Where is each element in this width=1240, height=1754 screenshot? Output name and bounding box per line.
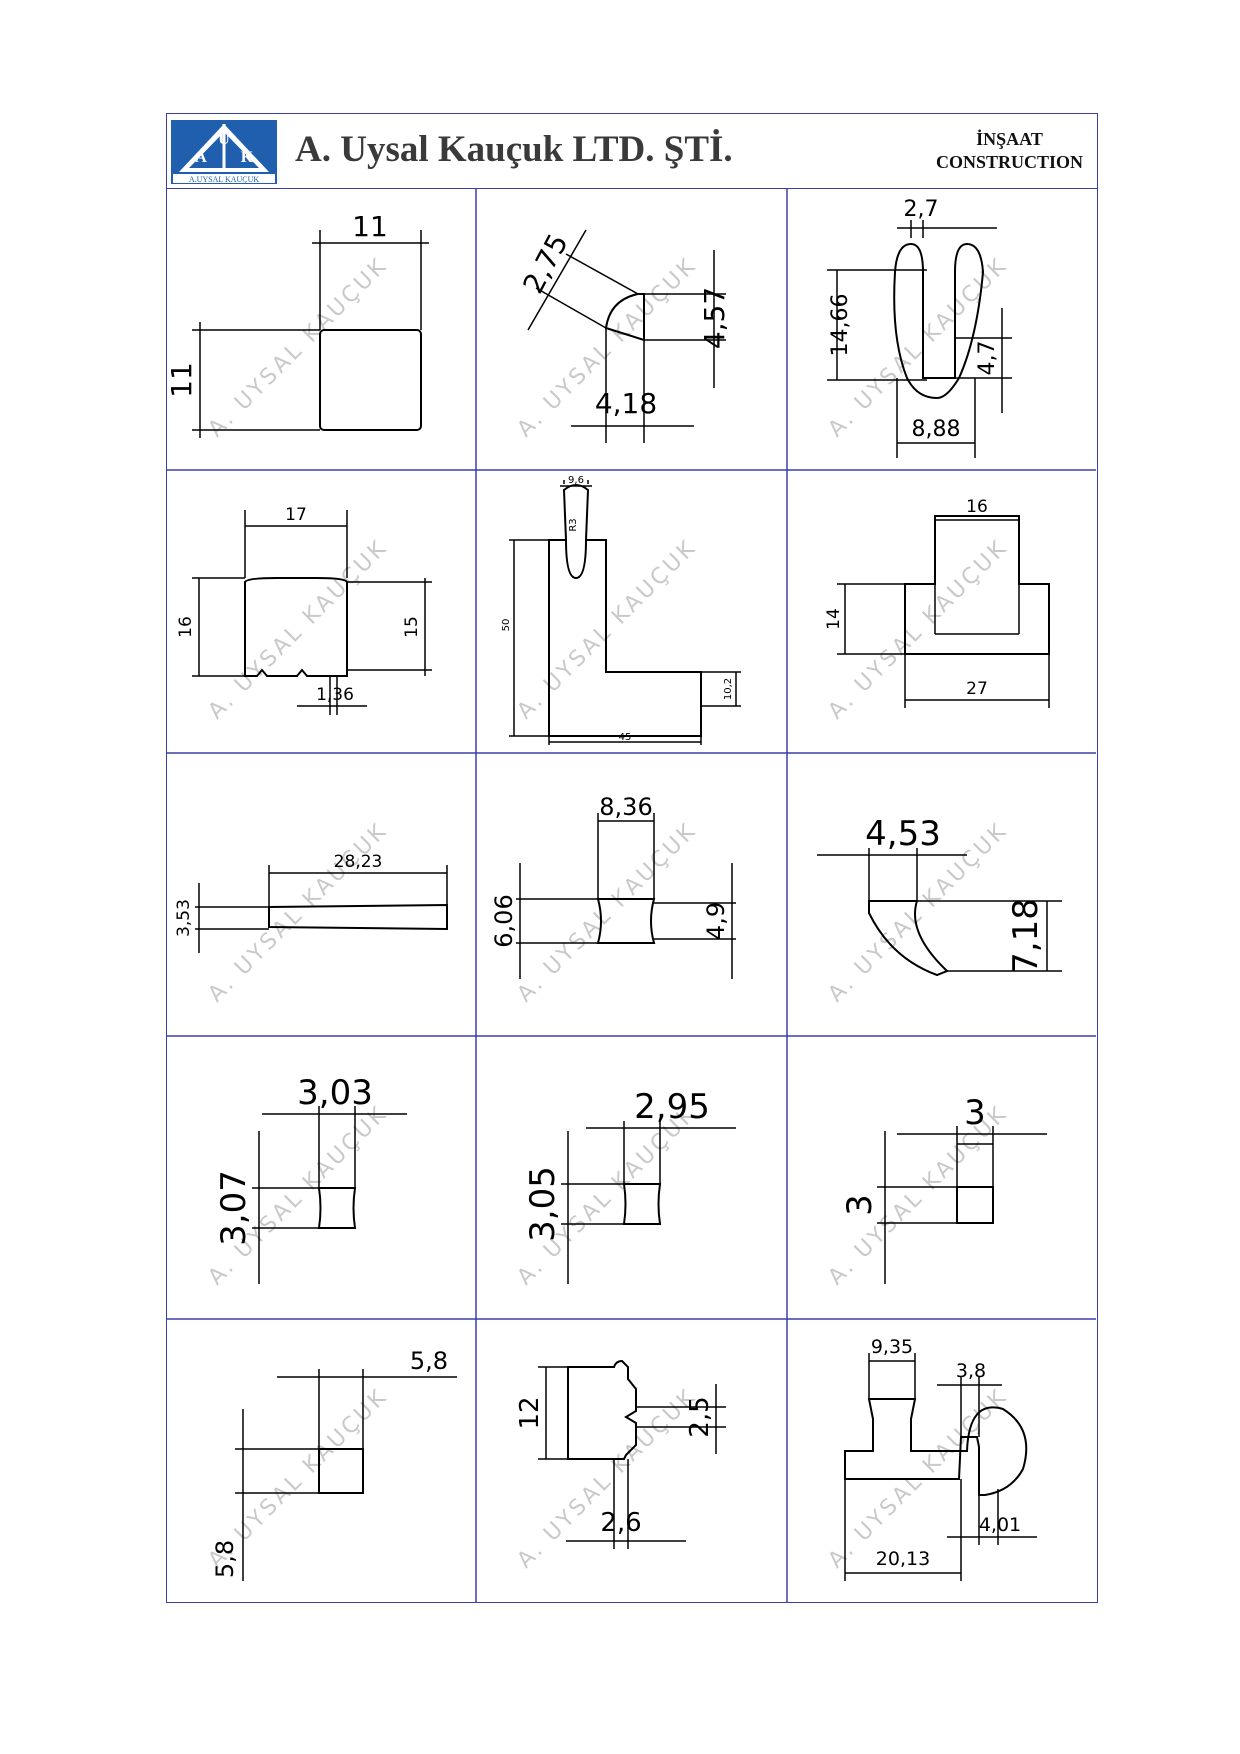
catalog-sheet: A U K A.UYSAL KAUÇUK A. Uysal Kauçuk LTD… xyxy=(165,113,1098,1603)
dimension-label: 4,01 xyxy=(979,1514,1021,1536)
dimension-label: 4,57 xyxy=(698,287,731,349)
dimension-label: 4,53 xyxy=(865,814,941,854)
profile-drawing-11: A. UYSAL KAUÇUK 2,95 3,05 xyxy=(513,1087,736,1290)
dimension-label: 45 xyxy=(619,732,632,743)
profile-grid: A. UYSAL KAUÇUK 11 11 A. UYSAL KAUÇUK 4,… xyxy=(165,188,1096,1602)
grid-lines xyxy=(167,188,1096,1602)
dimension-label: 1,36 xyxy=(316,685,354,705)
profile-drawing-2: A. UYSAL KAUÇUK 4,57 4,18 2,75 xyxy=(513,228,731,443)
dimension-label: 50 xyxy=(501,619,512,632)
profile-drawing-15: A. UYSAL KAUÇUK 9,35 3,8 4,01 20,13 xyxy=(824,1336,1037,1581)
profile-drawing-3: A. UYSAL KAUÇUK 2,7 14,66 4,7 8,88 xyxy=(824,197,1013,458)
profile-cell-2: A. UYSAL KAUÇUK 4,57 4,18 2,75 xyxy=(476,188,787,470)
dimension-label: 14 xyxy=(824,608,844,630)
logo-letter-u: U xyxy=(218,131,230,148)
profile-drawing-13: A. UYSAL KAUÇUK 5,8 5,8 xyxy=(204,1347,457,1581)
dimension-label: 15 xyxy=(402,616,422,638)
profile-drawing-12: A. UYSAL KAUÇUK 3 3 xyxy=(824,1093,1047,1290)
dimension-label: 2,6 xyxy=(600,1508,641,1538)
watermark: A. UYSAL KAUÇUK xyxy=(204,253,393,442)
dimension-label: 8,36 xyxy=(599,793,652,821)
profile-drawing-9: A. UYSAL KAUÇUK 4,53 7,18 xyxy=(817,814,1062,1007)
dimension-label: 11 xyxy=(352,210,388,243)
profile-cell-15: A. UYSAL KAUÇUK 9,35 3,8 4,01 20,13 xyxy=(787,1319,1096,1602)
watermark: A. UYSAL KAUÇUK xyxy=(513,818,702,1007)
company-logo: A U K A.UYSAL KAUÇUK xyxy=(171,120,277,184)
dimension-label: 3,8 xyxy=(956,1360,986,1382)
dimension-label: 16 xyxy=(176,616,196,638)
dimension-label: 3,07 xyxy=(214,1170,254,1246)
profile-cell-5: A. UYSAL KAUÇUK 9,6 R3 50 10,2 45 xyxy=(476,470,787,753)
header: A U K A.UYSAL KAUÇUK A. Uysal Kauçuk LTD… xyxy=(167,114,1097,189)
category-turkish: İNŞAAT xyxy=(976,129,1043,149)
dimension-label: 11 xyxy=(165,362,198,398)
dimension-label: 4,7 xyxy=(975,341,1000,376)
profile-cell-14: A. UYSAL KAUÇUK 12 2,5 2,6 xyxy=(476,1319,787,1602)
profile-cell-12: A. UYSAL KAUÇUK 3 3 xyxy=(787,1036,1096,1319)
dimension-label: 6,06 xyxy=(490,894,518,947)
logo-letter-k: K xyxy=(241,149,254,166)
dimension-label: 4,9 xyxy=(702,902,730,940)
dimension-label: 12 xyxy=(515,1396,545,1429)
dimension-label: 20,13 xyxy=(876,1548,930,1570)
dimension-label: 14,66 xyxy=(828,294,853,357)
profile-cell-10: A. UYSAL KAUÇUK 3,03 3,07 xyxy=(167,1036,476,1319)
dimension-label: 3,05 xyxy=(523,1166,563,1242)
profile-cell-9: A. UYSAL KAUÇUK 4,53 7,18 xyxy=(787,753,1096,1036)
watermark: A. UYSAL KAUÇUK xyxy=(204,535,393,724)
profile-drawing-14: A. UYSAL KAUÇUK 12 2,5 2,6 xyxy=(513,1359,726,1573)
profile-drawing-4: A. UYSAL KAUÇUK 17 16 15 1,36 xyxy=(176,505,432,724)
dimension-label: 10,2 xyxy=(723,678,734,700)
dimension-label: 28,23 xyxy=(334,852,383,872)
profile-cell-13: A. UYSAL KAUÇUK 5,8 5,8 xyxy=(167,1319,476,1602)
profile-cell-6: A. UYSAL KAUÇUK 16 14 27 xyxy=(787,470,1096,753)
profile-drawing-6: A. UYSAL KAUÇUK 16 14 27 xyxy=(824,497,1050,724)
company-name: A. Uysal Kauçuk LTD. ŞTİ. xyxy=(295,129,733,170)
dimension-label: 5,8 xyxy=(410,1347,448,1375)
logo-caption: A.UYSAL KAUÇUK xyxy=(189,175,260,184)
profile-drawing-10: A. UYSAL KAUÇUK 3,03 3,07 xyxy=(204,1073,407,1290)
dimension-label: 2,95 xyxy=(634,1087,710,1127)
profile-cell-7: A. UYSAL KAUÇUK 3,53 28,23 xyxy=(167,753,476,1036)
watermark: A. UYSAL KAUÇUK xyxy=(204,818,393,1007)
dimension-label: 4,18 xyxy=(595,387,657,420)
profile-drawing-1: A. UYSAL KAUÇUK 11 11 xyxy=(165,210,429,442)
profile-drawing-5: A. UYSAL KAUÇUK 9,6 R3 50 10,2 45 xyxy=(501,475,741,745)
dimension-label: 27 xyxy=(966,679,988,699)
product-category: İNŞAAT CONSTRUCTION xyxy=(936,128,1083,174)
dimension-label: 9,35 xyxy=(871,1336,913,1358)
watermark: A. UYSAL KAUÇUK xyxy=(513,535,702,724)
dimension-label: 2,5 xyxy=(685,1396,715,1437)
profile-cell-3: A. UYSAL KAUÇUK 2,7 14,66 4,7 8,88 xyxy=(787,188,1096,470)
profile-drawing-8: A. UYSAL KAUÇUK 8,36 6,06 4,9 xyxy=(490,793,736,1007)
profile-cell-1: A. UYSAL KAUÇUK 11 11 xyxy=(165,188,476,470)
dimension-label: 8,88 xyxy=(912,417,961,442)
dimension-label: 2,7 xyxy=(904,197,939,222)
dimension-label: 5,8 xyxy=(211,1540,239,1578)
profile-cell-4: A. UYSAL KAUÇUK 17 16 15 1,36 xyxy=(167,470,476,753)
dimension-label: 9,6 xyxy=(568,475,584,486)
dimension-label: 3,53 xyxy=(174,899,194,937)
dimension-label: 3,03 xyxy=(297,1073,373,1113)
dimension-label: 7,18 xyxy=(1006,898,1046,974)
logo-letter-a: A xyxy=(195,149,207,166)
dimension-label: 17 xyxy=(285,505,307,525)
dimension-label: 3 xyxy=(964,1093,986,1133)
dimension-label: 3 xyxy=(840,1194,880,1216)
dimension-label: 16 xyxy=(966,497,988,517)
profile-drawing-7: A. UYSAL KAUÇUK 3,53 28,23 xyxy=(174,818,448,1007)
dimension-label: R3 xyxy=(568,518,579,531)
category-english: CONSTRUCTION xyxy=(935,152,1083,172)
profile-cell-8: A. UYSAL KAUÇUK 8,36 6,06 4,9 xyxy=(476,753,787,1036)
profile-cell-11: A. UYSAL KAUÇUK 2,95 3,05 xyxy=(476,1036,787,1319)
